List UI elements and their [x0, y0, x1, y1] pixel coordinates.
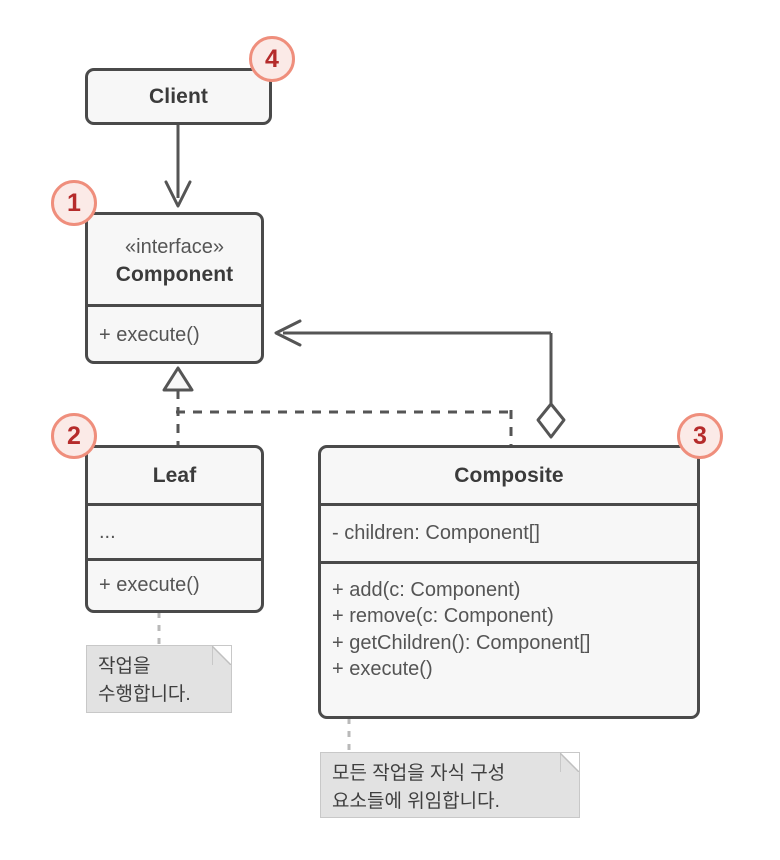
step-badge-composite[interactable]: 3: [677, 413, 723, 459]
step-badge-label: 3: [693, 421, 707, 450]
relation-client-to-component: [164, 124, 192, 208]
component-stereotype: «interface»: [125, 235, 224, 258]
step-badge-label: 1: [67, 188, 81, 217]
composite-operation: + remove(c: Component): [332, 605, 554, 628]
client-title: Client: [149, 84, 208, 108]
client-header: Client: [88, 71, 269, 122]
composite-title: Composite: [454, 463, 564, 487]
composite-attribute: - children: Component[]: [332, 522, 540, 545]
step-badge-client[interactable]: 4: [249, 36, 295, 82]
note-fold-edge-icon: [212, 646, 231, 665]
component-title: Component: [115, 262, 234, 286]
composite-operation: + execute(): [332, 658, 433, 681]
step-badge-leaf[interactable]: 2: [51, 413, 97, 459]
component-operations: + execute(): [88, 304, 261, 361]
composite-operation: + add(c: Component): [332, 579, 521, 601]
class-box-client[interactable]: Client: [85, 68, 272, 125]
leaf-operations: + execute(): [88, 558, 261, 610]
class-box-leaf[interactable]: Leaf ... + execute(): [85, 445, 264, 613]
composite-operations: + add(c: Component) + remove(c: Componen…: [321, 561, 697, 716]
relation-realization-stem: [162, 366, 513, 445]
class-box-component[interactable]: «interface» Component + execute(): [85, 212, 264, 364]
composite-header: Composite: [321, 448, 697, 503]
class-box-composite[interactable]: Composite - children: Component[] + add(…: [318, 445, 700, 719]
composite-operation: + getChildren(): Component[]: [332, 631, 591, 654]
step-badge-label: 2: [67, 421, 81, 450]
leaf-header: Leaf: [88, 448, 261, 503]
note-leaf-text: 작업을 수행합니다.: [98, 656, 191, 705]
note-composite-text: 모든 작업을 자식 구성 요소들에 위임합니다.: [332, 763, 506, 812]
leaf-operation: + execute(): [99, 574, 200, 597]
note-composite: 모든 작업을 자식 구성 요소들에 위임합니다.: [320, 752, 580, 818]
step-badge-label: 4: [265, 44, 279, 73]
component-header: «interface» Component: [88, 215, 261, 304]
step-badge-component[interactable]: 1: [51, 180, 97, 226]
leaf-attributes: ...: [88, 503, 261, 558]
note-fold-edge-icon: [560, 753, 579, 772]
note-leaf: 작업을 수행합니다.: [86, 645, 232, 713]
leaf-attribute: ...: [99, 520, 116, 543]
component-operation: + execute(): [99, 324, 200, 347]
composite-attributes: - children: Component[]: [321, 503, 697, 561]
relation-aggregation-composite-component: [274, 319, 566, 439]
leaf-title: Leaf: [152, 463, 197, 487]
